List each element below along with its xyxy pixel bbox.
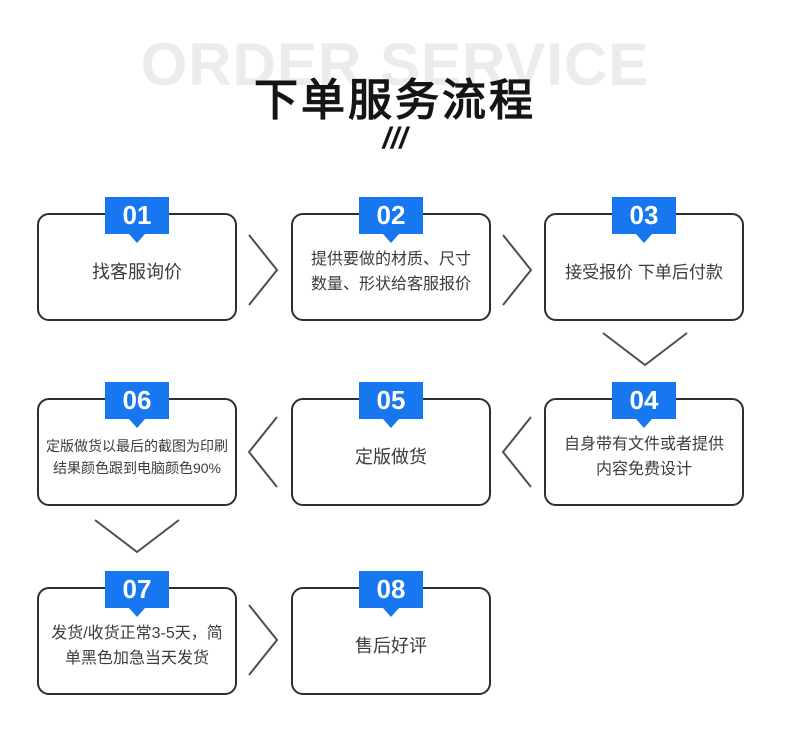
- step-number-badge: 08: [359, 571, 423, 608]
- step-number: 02: [376, 200, 406, 230]
- watermark-text: ORDER SERVICE: [140, 31, 650, 98]
- step-description: 找客服询价: [84, 245, 190, 289]
- step-number: 04: [629, 385, 659, 415]
- arrow-down-icon: [93, 518, 181, 554]
- step-number-badge: 07: [105, 571, 169, 608]
- step-card-08: 08 售后好评: [291, 571, 491, 695]
- step-line: 找客服询价: [92, 262, 182, 283]
- step-number-badge: 05: [359, 382, 423, 419]
- step-line: 内容免费设计: [595, 461, 692, 478]
- arrow-right-icon: [247, 603, 279, 677]
- step-number-badge: 03: [612, 197, 676, 234]
- step-card-07: 07 发货/收货正常3-5天，简 单黑色加急当天发货: [37, 571, 237, 695]
- step-line: 单黑色加急当天发货: [64, 650, 209, 667]
- step-number: 06: [122, 385, 152, 415]
- step-number: 03: [629, 200, 659, 230]
- step-description: 提供要做的材质、尺寸 数量、形状给客服报价: [303, 234, 479, 300]
- step-number-badge: 02: [359, 197, 423, 234]
- step-card-02: 02 提供要做的材质、尺寸 数量、形状给客服报价: [291, 197, 491, 321]
- step-line: 自身带有文件或者提供: [563, 436, 724, 454]
- step-description: 定版做货以最后的截图为印刷 结果颜色跟到电脑颜色90%: [38, 422, 236, 481]
- step-number-badge: 01: [105, 197, 169, 234]
- step-number-badge: 06: [105, 382, 169, 419]
- step-description: 售后好评: [347, 619, 435, 663]
- step-line: 发货/收货正常3-5天，简: [51, 625, 223, 643]
- step-line: 数量、形状给客服报价: [310, 276, 471, 293]
- step-number: 01: [122, 200, 152, 230]
- step-line: 结果颜色跟到电脑颜色90%: [52, 460, 222, 476]
- step-card-05: 05 定版做货: [291, 382, 491, 506]
- step-line: 提供要做的材质、尺寸: [310, 251, 471, 269]
- step-number-badge: 04: [612, 382, 676, 419]
- step-description: 定版做货: [347, 430, 435, 474]
- step-card-06: 06 定版做货以最后的截图为印刷 结果颜色跟到电脑颜色90%: [37, 382, 237, 506]
- step-description: 接受报价 下单后付款: [557, 246, 731, 288]
- step-line: 接受报价 下单后付款: [565, 262, 723, 282]
- step-card-03: 03 接受报价 下单后付款: [544, 197, 744, 321]
- page-title: 下单服务流程: [254, 76, 536, 125]
- arrow-left-icon: [501, 415, 533, 489]
- arrow-left-icon: [247, 415, 279, 489]
- step-number: 07: [122, 574, 152, 604]
- step-line: 定版做货以最后的截图为印刷: [46, 438, 228, 455]
- step-description: 自身带有文件或者提供 内容免费设计: [556, 419, 732, 485]
- step-number: 05: [376, 385, 406, 415]
- step-line: 售后好评: [355, 636, 427, 657]
- slashes-decoration: ///: [382, 122, 408, 155]
- arrow-down-icon: [601, 331, 689, 367]
- step-description: 发货/收货正常3-5天，简 单黑色加急当天发货: [43, 608, 231, 674]
- step-card-04: 04 自身带有文件或者提供 内容免费设计: [544, 382, 744, 506]
- step-line: 定版做货: [355, 447, 427, 468]
- step-card-01: 01 找客服询价: [37, 197, 237, 321]
- arrow-right-icon: [501, 233, 533, 307]
- step-number: 08: [376, 574, 406, 604]
- arrow-right-icon: [247, 233, 279, 307]
